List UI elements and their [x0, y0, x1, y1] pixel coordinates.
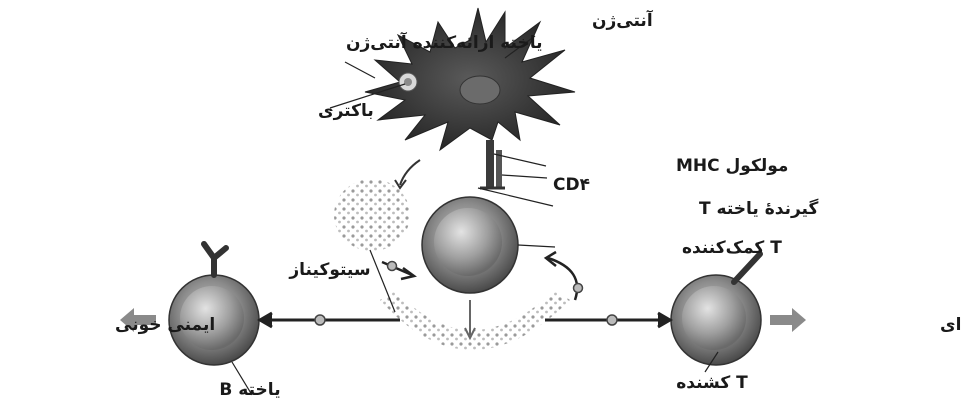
- helper-down-arrow: [465, 300, 475, 338]
- label-cd4: CD۴: [553, 175, 590, 195]
- antigen-presenting-cell: [365, 8, 575, 150]
- label-t-receptor: گیرندهٔ یاخته T: [699, 198, 818, 219]
- label-cellular: ایمنی یاخته‌ای: [940, 315, 961, 335]
- helper-t-cell: [422, 197, 518, 293]
- label-bacteria: باکتری: [318, 101, 374, 121]
- label-humoral: ایمنی خونی: [115, 315, 215, 335]
- cytokine-to-helper-arrow: [382, 262, 414, 280]
- apc-to-cytokine-arrow: [400, 160, 420, 185]
- label-helper-t: T کمک‌کننده: [682, 238, 782, 258]
- arrow-to-b-cell: [260, 313, 400, 327]
- label-apc: یاخته ارائه‌کننده آنتی‌ژن: [346, 31, 543, 53]
- b-cell: [169, 244, 259, 365]
- mhc-cd4-connector: [480, 140, 505, 188]
- label-killer-t: T کشنده: [676, 373, 748, 393]
- label-antigen: آنتی‌ژن: [592, 9, 654, 31]
- arrow-to-killer-t: [545, 313, 670, 327]
- cytokine-cloud: [334, 179, 410, 251]
- helper-feedback-arrow: [546, 252, 583, 300]
- label-mhc: مولکول MHC: [676, 156, 788, 176]
- label-b-cell: یاخته B: [219, 380, 280, 400]
- bacteria-icon: [399, 73, 417, 91]
- label-cytokine: سیتوکیناز: [288, 260, 370, 280]
- cellular-arrow: [770, 308, 806, 332]
- cytokine-arc: [380, 290, 570, 350]
- killer-t-cell: [671, 254, 761, 365]
